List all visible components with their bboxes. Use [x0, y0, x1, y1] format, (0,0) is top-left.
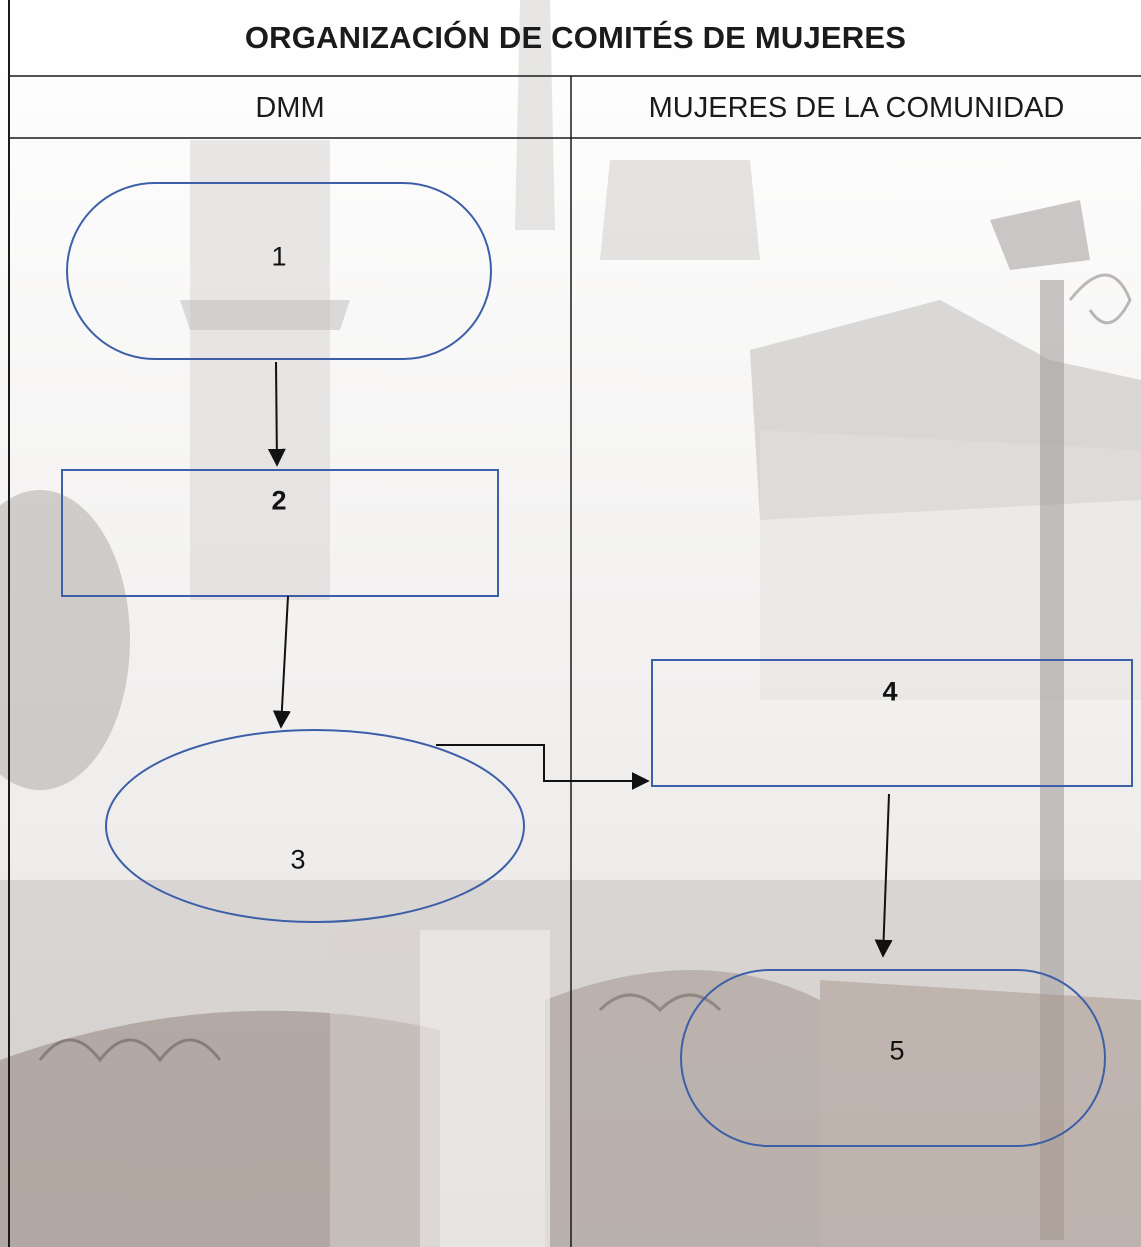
node-label-3: 3: [290, 844, 306, 875]
ellipse-node-3: [105, 729, 525, 923]
diagram-title: ORGANIZACIÓN DE COMITÉS DE MUJERES: [244, 20, 907, 55]
arrow-4-to-5: [874, 793, 893, 958]
node-label-1: 1: [271, 241, 287, 272]
table-frame: [8, 0, 1141, 1247]
arrow-1-to-2: [267, 361, 286, 467]
process-node-2: [61, 469, 499, 597]
lane-header-dmm: DMM: [255, 91, 325, 124]
arrow-3-to-4: [436, 744, 650, 790]
terminal-node-start: [66, 182, 492, 360]
node-label-5: 5: [889, 1035, 905, 1066]
lane-header-community: MUJERES DE LA COMUNIDAD: [648, 91, 1065, 124]
node-label-4: 4: [882, 676, 898, 707]
process-node-4: [651, 659, 1133, 787]
terminal-node-end: [680, 969, 1106, 1147]
arrow-2-to-3: [272, 595, 291, 729]
node-label-2: 2: [271, 485, 287, 516]
